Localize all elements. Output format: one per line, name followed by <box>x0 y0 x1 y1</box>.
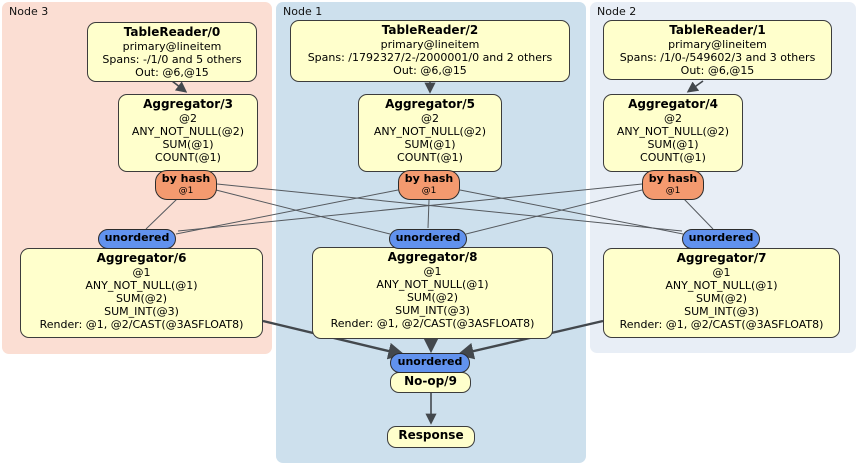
processor-detail: ANY_NOT_NULL(@2) <box>131 125 245 138</box>
processor-detail: Render: @1, @2/CAST(@3ASFLOAT8) <box>330 317 535 330</box>
router-label: by hash <box>404 172 454 185</box>
sync-unordered-node3: unordered <box>98 229 176 249</box>
processor-title: Aggregator/8 <box>387 250 478 264</box>
processor-detail: SUM(@2) <box>115 292 168 305</box>
processor-detail: COUNT(@1) <box>640 151 706 164</box>
processor-aggregator-3: Aggregator/3 @2 ANY_NOT_NULL(@2) SUM(@1)… <box>118 94 258 172</box>
processor-detail: ANY_NOT_NULL(@1) <box>85 279 198 292</box>
sync-unordered-node2: unordered <box>682 229 760 249</box>
processor-detail: SUM_INT(@3) <box>684 305 759 318</box>
processor-tablereader-1: TableReader/1 primary@lineitem Spans: /1… <box>603 20 832 80</box>
router-label: by hash <box>648 172 698 185</box>
edge-hashR-to-syncL <box>177 183 643 232</box>
processor-title: Response <box>398 428 464 442</box>
processor-detail: SUM_INT(@3) <box>104 305 179 318</box>
processor-detail: SUM_INT(@3) <box>395 304 470 317</box>
processor-aggregator-7: Aggregator/7 @1 ANY_NOT_NULL(@1) SUM(@2)… <box>603 248 840 338</box>
processor-detail: COUNT(@1) <box>397 151 463 164</box>
edge-hashL-to-syncR <box>216 183 683 232</box>
processor-detail: SUM(@2) <box>406 291 459 304</box>
processor-detail: SUM(@1) <box>404 138 456 151</box>
edge-hashL-to-syncL <box>145 198 178 230</box>
processor-detail: ANY_NOT_NULL(@2) <box>373 125 487 138</box>
edge-hashL-to-syncM <box>215 189 391 235</box>
processor-detail: COUNT(@1) <box>155 151 221 164</box>
processor-aggregator-6: Aggregator/6 @1 ANY_NOT_NULL(@1) SUM(@2)… <box>20 248 263 338</box>
processor-detail: Spans: /1/0-/549602/3 and 3 others <box>619 51 816 64</box>
processor-detail: Spans: -/1/0 and 5 others <box>102 53 242 66</box>
sync-unordered-final: unordered <box>390 353 470 373</box>
processor-detail: Out: @6,@15 <box>393 64 467 77</box>
processor-detail: Spans: /1792327/2-/2000001/0 and 2 other… <box>307 51 553 64</box>
processor-detail: @2 <box>179 112 197 125</box>
processor-detail: SUM(@2) <box>695 292 748 305</box>
processor-detail: Out: @6,@15 <box>135 66 209 79</box>
router-by-hash-node1: by hash @1 <box>398 170 460 200</box>
node-group-1-label: Node 1 <box>283 5 323 18</box>
processor-detail: primary@lineitem <box>122 40 222 53</box>
processor-detail: @1 <box>712 266 731 279</box>
processor-detail: Out: @6,@15 <box>680 64 755 77</box>
processor-title: Aggregator/7 <box>676 251 767 265</box>
router-by-hash-node3: by hash @1 <box>155 170 217 200</box>
processor-detail: @2 <box>421 112 439 125</box>
edge-hashR-to-syncR <box>683 198 714 230</box>
processor-tablereader-0: TableReader/0 primary@lineitem Spans: -/… <box>87 22 257 82</box>
processor-title: TableReader/1 <box>669 23 766 37</box>
node-group-2-label: Node 2 <box>597 5 637 18</box>
processor-detail: ANY_NOT_NULL(@2) <box>616 125 730 138</box>
router-column: @1 <box>665 186 681 196</box>
node-group-3-label: Node 3 <box>9 5 49 18</box>
processor-aggregator-4: Aggregator/4 @2 ANY_NOT_NULL(@2) SUM(@1)… <box>603 94 743 172</box>
processor-title: TableReader/2 <box>381 23 479 37</box>
processor-noop-9: No-op/9 <box>390 372 471 393</box>
sync-unordered-node1: unordered <box>389 229 467 249</box>
router-column: @1 <box>178 186 194 196</box>
processor-detail: ANY_NOT_NULL(@1) <box>665 279 778 292</box>
router-column: @1 <box>421 186 437 196</box>
processor-title: Aggregator/5 <box>385 97 475 111</box>
router-label: by hash <box>161 172 211 185</box>
edge-tr1-to-agg4 <box>686 80 704 93</box>
processor-aggregator-8: Aggregator/8 @1 ANY_NOT_NULL(@1) SUM(@2)… <box>312 247 553 339</box>
processor-detail: @1 <box>423 265 442 278</box>
processor-title: TableReader/0 <box>123 25 221 39</box>
processor-tablereader-2: TableReader/2 primary@lineitem Spans: /1… <box>290 20 570 82</box>
processor-detail: @2 <box>664 112 682 125</box>
processor-detail: SUM(@1) <box>162 138 214 151</box>
edge-hashM-to-syncL <box>175 189 399 235</box>
processor-title: Aggregator/6 <box>96 251 187 265</box>
processor-response: Response <box>387 426 475 448</box>
processor-aggregator-5: Aggregator/5 @2 ANY_NOT_NULL(@2) SUM(@1)… <box>358 94 502 172</box>
processor-detail: @1 <box>132 266 151 279</box>
edge-tr0-to-agg3 <box>171 80 188 93</box>
processor-detail: Render: @1, @2/CAST(@3ASFLOAT8) <box>39 318 244 331</box>
edge-hashR-to-syncM <box>465 189 643 235</box>
router-by-hash-node2: by hash @1 <box>642 170 704 200</box>
processor-detail: ANY_NOT_NULL(@1) <box>376 278 489 291</box>
edge-hashM-to-syncM <box>427 199 430 229</box>
edge-hashM-to-syncR <box>459 189 684 235</box>
processor-title: Aggregator/4 <box>628 97 718 111</box>
processor-detail: primary@lineitem <box>380 38 480 51</box>
processor-title: Aggregator/3 <box>143 97 233 111</box>
processor-title: No-op/9 <box>404 374 457 388</box>
processor-detail: SUM(@1) <box>647 138 699 151</box>
processor-detail: Render: @1, @2/CAST(@3ASFLOAT8) <box>619 318 824 331</box>
processor-detail: primary@lineitem <box>668 38 767 51</box>
